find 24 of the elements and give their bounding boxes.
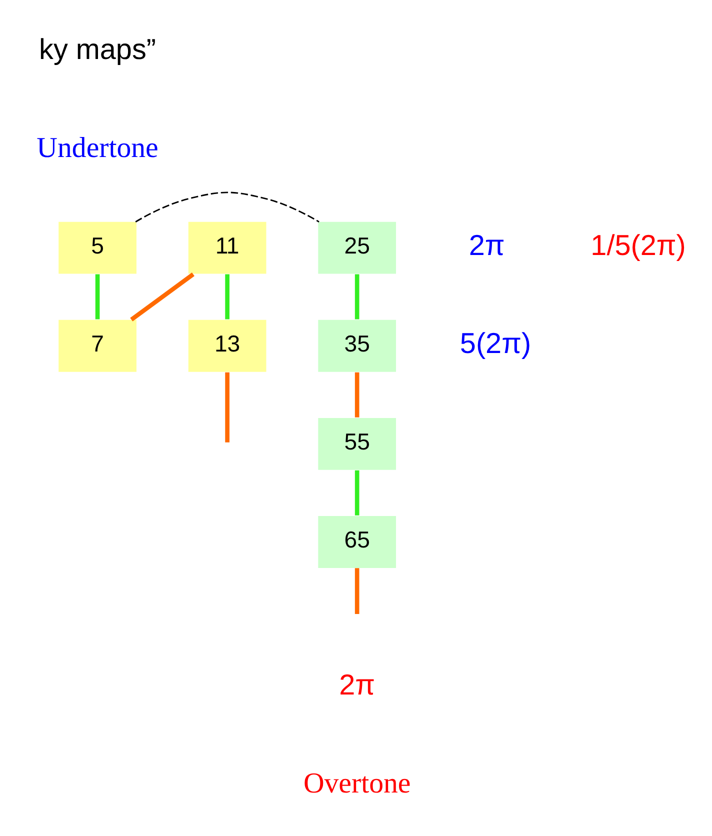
node-box: 65	[318, 516, 396, 568]
label: 5(2π)	[460, 328, 532, 360]
label: 2π	[468, 230, 505, 262]
node-box: 25	[318, 221, 396, 274]
node-box: 11	[188, 221, 266, 274]
connector	[354, 470, 360, 515]
node-box: 35	[318, 319, 396, 372]
node-box: 5	[58, 221, 136, 274]
connector	[354, 568, 360, 614]
connector	[354, 274, 360, 319]
label: Undertone	[36, 131, 158, 164]
label: Overtone	[303, 766, 411, 799]
connector	[225, 274, 230, 319]
connector	[95, 274, 100, 319]
node-box: 7	[58, 319, 136, 372]
connector	[354, 372, 360, 417]
node-box: 13	[188, 319, 266, 372]
node-box: 55	[318, 417, 396, 470]
connector	[225, 372, 230, 442]
label: ky maps”	[39, 33, 156, 66]
label: 1/5(2π)	[590, 230, 686, 262]
connector	[130, 272, 194, 321]
connector	[135, 191, 320, 222]
label: 2π	[339, 668, 376, 701]
